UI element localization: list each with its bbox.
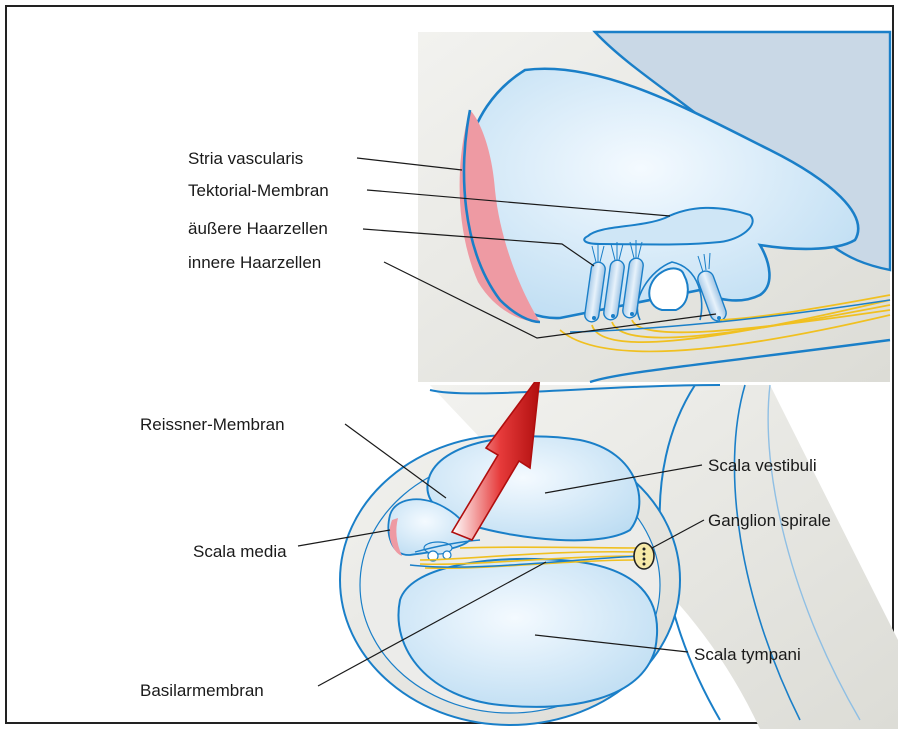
label-innere-haarzellen: innere Haarzellen <box>188 253 321 272</box>
label-scala-media: Scala media <box>193 542 287 561</box>
label-tektorial-membran: Tektorial-Membran <box>188 181 329 200</box>
label-aeussere-haarzellen: äußere Haarzellen <box>188 219 328 238</box>
label-ganglion-spirale: Ganglion spirale <box>708 511 831 530</box>
label-scala-tympani: Scala tympani <box>694 645 801 664</box>
label-reissner-membran: Reissner-Membran <box>140 415 285 434</box>
label-basilarmembran: Basilarmembran <box>140 681 264 700</box>
label-scala-vestibuli: Scala vestibuli <box>708 456 817 475</box>
label-stria-vascularis: Stria vascularis <box>188 149 303 168</box>
scala-tympani-shape <box>398 559 657 707</box>
magnified-inset <box>418 32 890 382</box>
